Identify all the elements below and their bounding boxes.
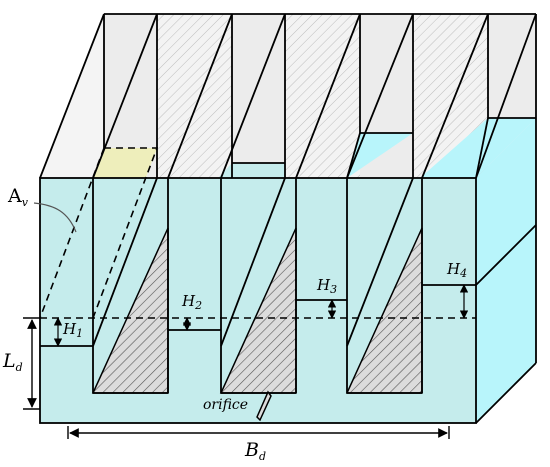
bd-dimension [67,426,450,439]
h1-label: H1 [62,320,83,340]
ld-label: Ld [2,350,23,374]
h4-label: H4 [446,260,467,280]
tank-outline [39,13,537,424]
dashed-lines [39,147,476,319]
av-leader [33,202,77,233]
orifice-label: orifice [203,397,248,413]
h2-label: H2 [181,292,202,312]
ld-dimension [23,317,40,410]
orifice-marker [256,390,272,422]
top-planes [40,14,157,178]
water-back [218,118,536,178]
h3-label: H3 [316,276,337,296]
av-label: Av [7,185,29,209]
h-markers [53,284,469,347]
bd-label: Bd [244,439,266,463]
